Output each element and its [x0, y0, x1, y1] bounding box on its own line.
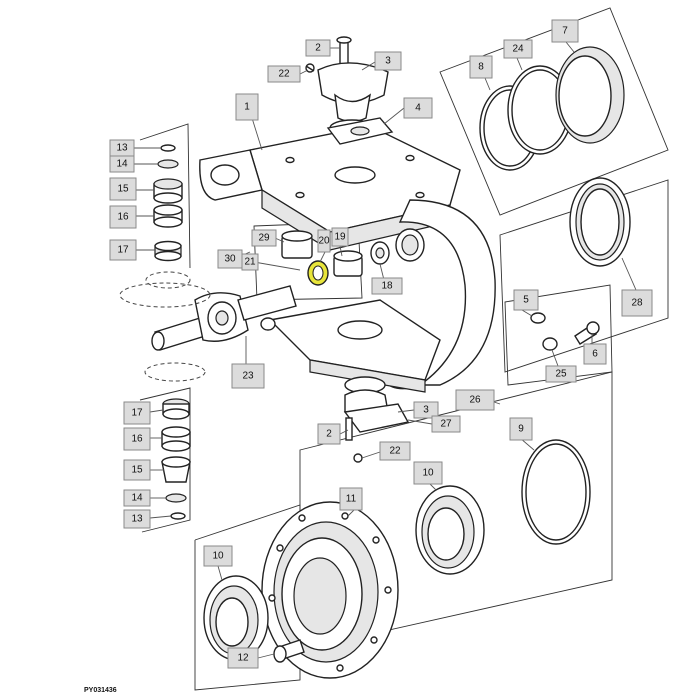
callout-27: 27 — [431, 415, 461, 433]
o-ring — [521, 439, 591, 545]
svg-text:28: 28 — [631, 298, 643, 309]
svg-text:2: 2 — [326, 429, 332, 440]
top-kingpin-parts — [305, 36, 394, 145]
callout-17-bot: 17 — [123, 401, 151, 425]
svg-text:14: 14 — [116, 159, 128, 170]
figure-reference-code: PY031436 — [84, 687, 117, 694]
svg-text:14: 14 — [131, 493, 143, 504]
svg-text:2: 2 — [315, 43, 321, 54]
svg-text:12: 12 — [237, 653, 249, 664]
svg-text:3: 3 — [385, 56, 391, 67]
callout-30: 30 — [217, 249, 243, 269]
callout-9: 9 — [509, 417, 533, 441]
svg-text:17: 17 — [131, 408, 143, 419]
drive-shaft — [119, 282, 297, 382]
callout-2-top: 2 — [305, 39, 331, 57]
ring-kit — [479, 46, 625, 171]
svg-text:16: 16 — [131, 434, 143, 445]
wheel-bolt — [273, 639, 305, 663]
callout-23: 23 — [231, 363, 265, 389]
svg-text:10: 10 — [212, 551, 224, 562]
callout-25: 25 — [545, 365, 577, 383]
bearing-left — [203, 575, 269, 661]
callout-14-top: 14 — [109, 155, 135, 173]
svg-text:19: 19 — [334, 232, 346, 243]
callout-14-bot: 14 — [123, 489, 151, 507]
svg-text:22: 22 — [389, 446, 401, 457]
callout-3-top: 3 — [374, 51, 402, 71]
svg-text:25: 25 — [555, 369, 567, 380]
callout-29: 29 — [251, 229, 277, 247]
callout-15-bot: 15 — [123, 459, 151, 481]
callout-19: 19 — [331, 227, 349, 247]
svg-text:20: 20 — [318, 236, 330, 247]
svg-text:5: 5 — [523, 295, 529, 306]
upper-bearing-stack — [145, 144, 191, 289]
svg-text:8: 8 — [478, 62, 484, 73]
callout-20: 20 — [317, 229, 331, 253]
svg-text:15: 15 — [117, 184, 129, 195]
leader-lines — [134, 41, 637, 659]
callout-labels: 2 22 3 4 1 13 14 15 16 17 29 20 19 30 21… — [109, 19, 653, 669]
svg-text:18: 18 — [381, 281, 393, 292]
bottom-kingpin-parts — [343, 376, 410, 463]
callout-22-bot: 22 — [379, 441, 411, 461]
callout-11: 11 — [339, 487, 363, 511]
callout-2-bot: 2 — [317, 423, 341, 445]
callout-17-top: 17 — [109, 239, 137, 261]
callout-7: 7 — [551, 19, 579, 43]
callout-5: 5 — [513, 289, 539, 311]
svg-text:13: 13 — [116, 143, 128, 154]
callout-8: 8 — [469, 55, 493, 79]
callout-3-bot: 3 — [413, 401, 439, 419]
callout-4: 4 — [403, 97, 433, 119]
callout-10-right: 10 — [413, 461, 443, 485]
svg-text:6: 6 — [592, 349, 598, 360]
callout-24: 24 — [503, 39, 533, 59]
svg-text:27: 27 — [440, 419, 452, 430]
callout-26: 26 — [455, 389, 495, 411]
callout-12: 12 — [227, 647, 259, 669]
svg-text:23: 23 — [242, 371, 254, 382]
svg-text:30: 30 — [224, 254, 236, 265]
bearing-right — [415, 485, 485, 575]
wheel-hub — [261, 501, 399, 679]
svg-text:15: 15 — [131, 465, 143, 476]
callout-15-top: 15 — [109, 177, 137, 201]
svg-text:17: 17 — [117, 245, 129, 256]
svg-text:26: 26 — [469, 395, 481, 406]
callout-13-top: 13 — [109, 139, 135, 157]
bolt-kit — [530, 312, 600, 351]
svg-text:11: 11 — [346, 494, 357, 505]
callout-1: 1 — [235, 93, 259, 121]
bushings — [281, 230, 390, 286]
svg-text:16: 16 — [117, 212, 129, 223]
callout-10-left: 10 — [203, 545, 233, 567]
svg-text:21: 21 — [244, 257, 256, 268]
callout-16-bot: 16 — [123, 427, 151, 451]
callout-22-top: 22 — [267, 65, 301, 83]
svg-text:1: 1 — [244, 102, 250, 113]
callout-13-bot: 13 — [123, 509, 151, 529]
svg-text:4: 4 — [415, 103, 421, 114]
svg-text:13: 13 — [131, 514, 143, 525]
callout-18: 18 — [371, 277, 403, 295]
callout-6: 6 — [583, 343, 607, 365]
callout-28: 28 — [621, 289, 653, 317]
lower-bearing-stack — [161, 398, 191, 520]
svg-text:22: 22 — [278, 69, 290, 80]
svg-text:7: 7 — [562, 26, 568, 37]
svg-text:29: 29 — [258, 233, 270, 244]
callout-16-top: 16 — [109, 205, 137, 229]
callout-21: 21 — [241, 253, 259, 271]
axle-housing — [199, 125, 496, 393]
svg-text:10: 10 — [422, 468, 434, 479]
svg-text:3: 3 — [423, 405, 429, 416]
svg-text:24: 24 — [512, 44, 524, 55]
seal-ring — [569, 177, 631, 267]
svg-text:9: 9 — [518, 424, 524, 435]
